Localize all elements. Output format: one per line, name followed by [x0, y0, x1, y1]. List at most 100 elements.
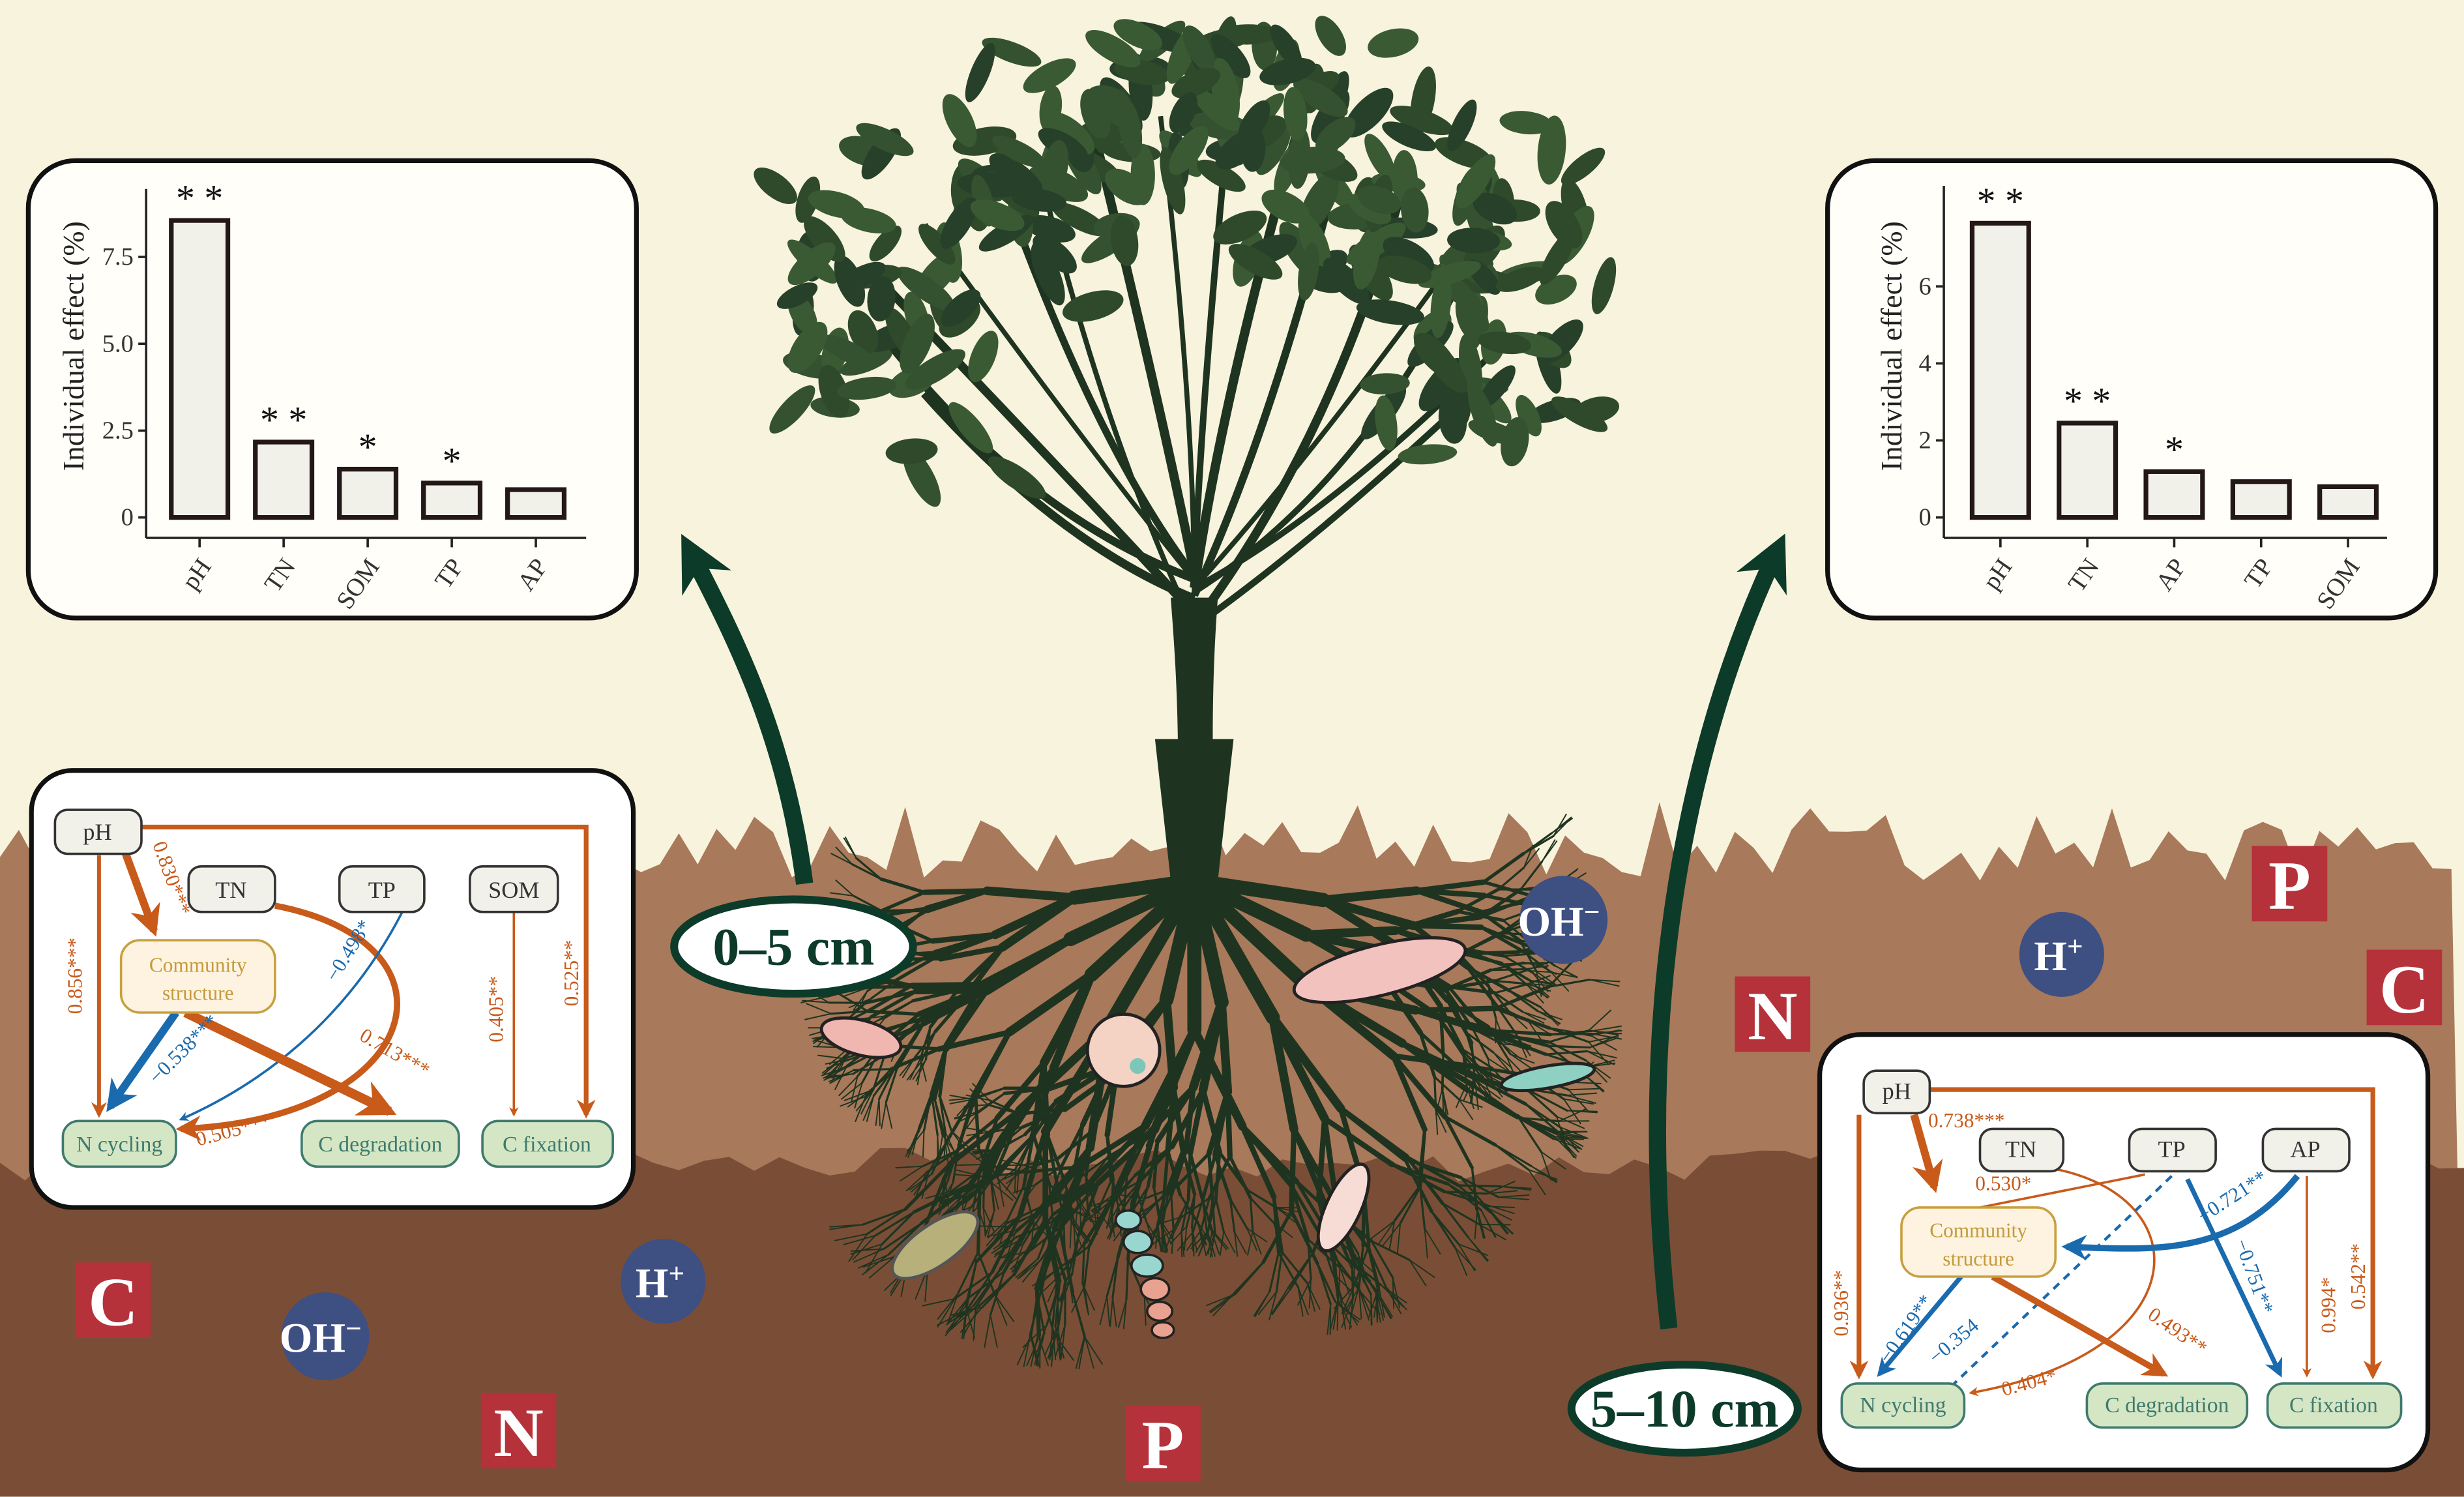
root	[1454, 1246, 1476, 1271]
root	[1463, 1077, 1475, 1101]
leaf	[1495, 266, 1544, 292]
root	[1461, 1048, 1494, 1069]
root	[1446, 979, 1496, 990]
root	[1338, 1105, 1410, 1160]
depth-label-top: 0–5 cm	[670, 895, 917, 998]
leaf	[1210, 34, 1251, 78]
root	[1229, 1198, 1236, 1234]
root	[939, 1095, 946, 1134]
svg-text:C fixation: C fixation	[503, 1133, 591, 1157]
root	[924, 888, 990, 913]
root	[1290, 1184, 1322, 1236]
bar-AP	[2143, 469, 2205, 520]
leaf	[1270, 24, 1302, 68]
root	[1297, 1286, 1304, 1317]
root	[1375, 1290, 1393, 1318]
root	[1297, 1286, 1309, 1316]
root	[1549, 1030, 1593, 1036]
root	[1046, 1280, 1061, 1326]
root	[1358, 1287, 1373, 1317]
root	[1497, 867, 1525, 891]
leaf	[1012, 188, 1067, 212]
root	[1181, 1232, 1183, 1258]
root	[1443, 1115, 1497, 1147]
root	[1405, 1155, 1460, 1187]
cell-dot	[1130, 1058, 1146, 1075]
root	[1271, 1288, 1291, 1315]
root	[874, 1211, 916, 1237]
root	[991, 1182, 1014, 1201]
y-tick-label: 4	[1918, 349, 1931, 377]
nitrogen-tile: N	[1735, 976, 1811, 1054]
leaf	[942, 94, 977, 147]
node-ph: pH	[1862, 1069, 1931, 1115]
root	[1034, 1269, 1058, 1290]
root	[966, 1127, 991, 1133]
root	[1021, 1107, 1067, 1129]
root	[1419, 1185, 1426, 1230]
root	[1161, 1193, 1169, 1229]
root	[984, 1163, 1026, 1174]
y-tick-label: 2.5	[102, 417, 134, 444]
root	[1111, 1256, 1119, 1299]
svg-text:OH−: OH−	[280, 1313, 362, 1362]
leaf	[992, 136, 1046, 168]
bar-pH	[1969, 220, 2031, 520]
root	[1521, 1011, 1545, 1024]
root	[995, 1133, 1027, 1152]
root	[1334, 1255, 1340, 1301]
branch	[1192, 391, 1476, 630]
root	[1385, 1286, 1407, 1311]
branch	[920, 390, 1196, 603]
tile-label: P	[1142, 1406, 1184, 1483]
root	[946, 1297, 969, 1325]
root	[1223, 1230, 1236, 1254]
root	[1433, 1076, 1437, 1112]
root	[1508, 1011, 1528, 1030]
root	[1467, 1236, 1488, 1262]
root	[1523, 848, 1540, 868]
root	[922, 1093, 933, 1132]
leaf	[856, 123, 914, 156]
root	[1319, 895, 1418, 930]
root	[1491, 1029, 1553, 1037]
root	[1249, 1196, 1275, 1224]
node-c-degradation: C degradation	[301, 1119, 460, 1168]
root	[1005, 970, 1096, 1037]
root	[1061, 1181, 1100, 1228]
root	[881, 891, 926, 912]
root	[1051, 1179, 1094, 1223]
root	[997, 1179, 1005, 1207]
root	[1190, 1193, 1196, 1228]
root	[1253, 1290, 1270, 1317]
root	[1551, 818, 1573, 834]
leaf	[1539, 230, 1575, 285]
root	[1517, 1116, 1542, 1153]
root	[887, 1222, 923, 1256]
root	[1525, 970, 1551, 973]
root	[905, 1172, 928, 1192]
root	[1005, 1205, 1044, 1225]
root	[1268, 1013, 1298, 1134]
root	[1461, 1048, 1468, 1086]
round-bacterium	[1085, 1012, 1162, 1088]
root	[1086, 1156, 1109, 1185]
root	[1015, 1258, 1039, 1279]
branch	[1085, 114, 1199, 574]
root	[895, 1165, 924, 1169]
root	[1016, 1204, 1049, 1233]
root	[1234, 1261, 1265, 1296]
root	[1177, 1231, 1194, 1251]
root	[850, 1243, 883, 1255]
root	[1468, 950, 1521, 956]
root	[1392, 1277, 1395, 1309]
svg-text:C degradation: C degradation	[2105, 1393, 2229, 1417]
root	[829, 892, 855, 897]
root	[1181, 1196, 1210, 1219]
root	[1337, 1299, 1353, 1328]
root	[1349, 1287, 1360, 1318]
root	[1106, 1131, 1150, 1159]
leaf	[1447, 228, 1501, 254]
root	[835, 991, 869, 1013]
carbon-tile: C	[75, 1262, 151, 1341]
